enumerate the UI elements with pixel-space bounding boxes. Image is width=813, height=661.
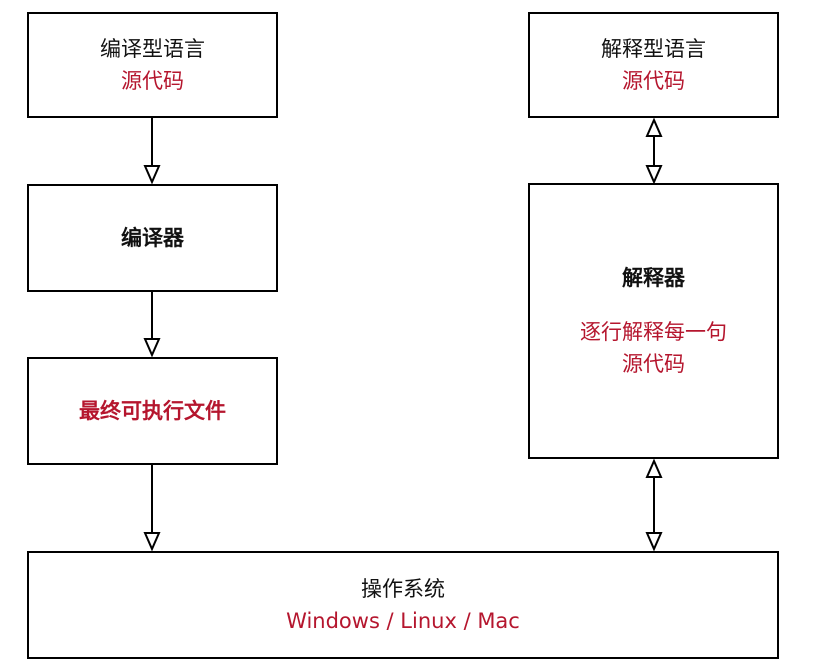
arrowhead-down-icon [645, 532, 663, 552]
executable-file-title: 最终可执行文件 [79, 399, 226, 423]
arrowhead-up-icon [645, 458, 663, 478]
operating-system-title: 操作系统 [361, 577, 445, 601]
arrowhead-down-icon [143, 338, 161, 358]
interpreter-description-line-1: 逐行解释每一句 [580, 320, 727, 344]
arrowhead-down-icon [645, 165, 663, 185]
compiled-source-code-label: 源代码 [121, 69, 184, 93]
operating-system-box: 操作系统 Windows / Linux / Mac [27, 551, 779, 659]
interpreter-description-line-2: 源代码 [622, 352, 685, 376]
arrowhead-down-icon [143, 532, 161, 552]
arrowhead-up-icon [645, 117, 663, 137]
interpreted-language-title: 解释型语言 [601, 37, 706, 61]
arrowhead-down-icon [143, 165, 161, 185]
interpreted-source-code-label: 源代码 [622, 69, 685, 93]
compiler-title: 编译器 [121, 226, 184, 250]
interpreter-title: 解释器 [622, 266, 685, 290]
executable-file-box: 最终可执行文件 [27, 357, 278, 465]
interpreted-language-box: 解释型语言 源代码 [528, 12, 779, 118]
interpreter-box: 解释器 逐行解释每一句 源代码 [528, 183, 779, 459]
compiled-language-box: 编译型语言 源代码 [27, 12, 278, 118]
compiled-language-title: 编译型语言 [100, 37, 205, 61]
compiler-box: 编译器 [27, 184, 278, 292]
operating-system-platforms: Windows / Linux / Mac [286, 609, 520, 633]
